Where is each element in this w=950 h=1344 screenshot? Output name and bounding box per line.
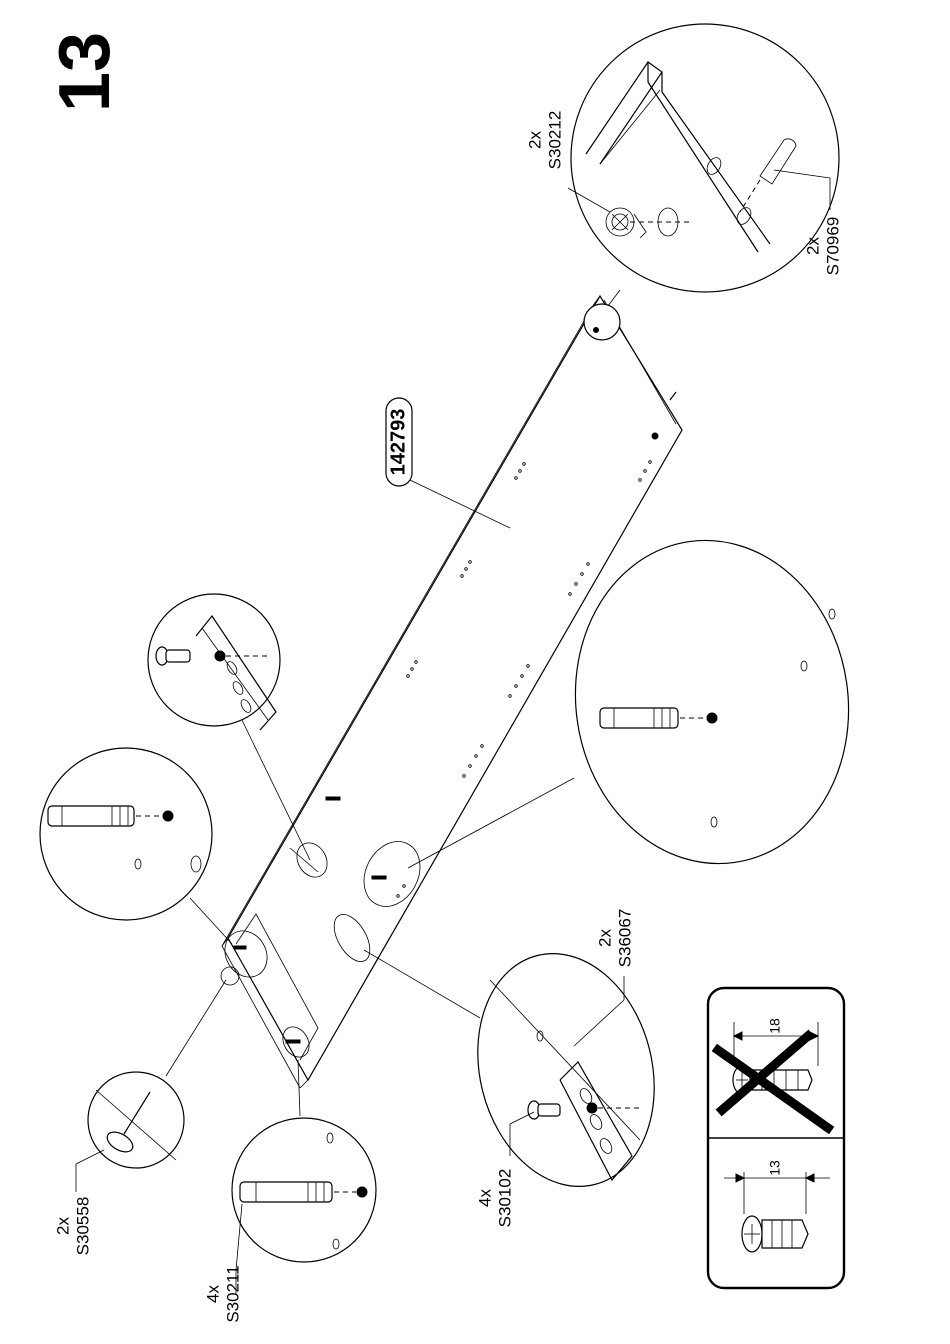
s70969-qty: 2x [803, 237, 822, 255]
s70969-code: S70969 [823, 217, 842, 276]
s36067-qty: 2x [595, 929, 614, 947]
s30102-code: S30102 [495, 1169, 514, 1228]
s30211-qty: 4x [203, 1285, 222, 1303]
s30558-qty: 2x [53, 1217, 72, 1235]
detail-nail [76, 980, 226, 1192]
s30212-code: S30212 [545, 111, 564, 170]
s36067-code: S36067 [615, 909, 634, 968]
s30212-qty: 2x [525, 131, 544, 149]
detail-dowel-bottom [232, 1060, 376, 1294]
s30211-code: S30211 [223, 1265, 242, 1322]
detail-rail-screw-lower [364, 935, 678, 1206]
s30102-qty: 4x [475, 1189, 494, 1207]
correct-length-label: 13 [767, 1160, 783, 1176]
screw-length-guide: 18 13 [708, 988, 844, 1288]
detail-cam-lock-dowel [568, 24, 839, 306]
s30558-code: S30558 [73, 1197, 92, 1256]
wrong-length-label: 18 [767, 1018, 783, 1034]
step-number: 13 [45, 32, 125, 112]
detail-wood-dowel-left [40, 748, 232, 944]
panel-code-label: 142793 [387, 409, 409, 476]
